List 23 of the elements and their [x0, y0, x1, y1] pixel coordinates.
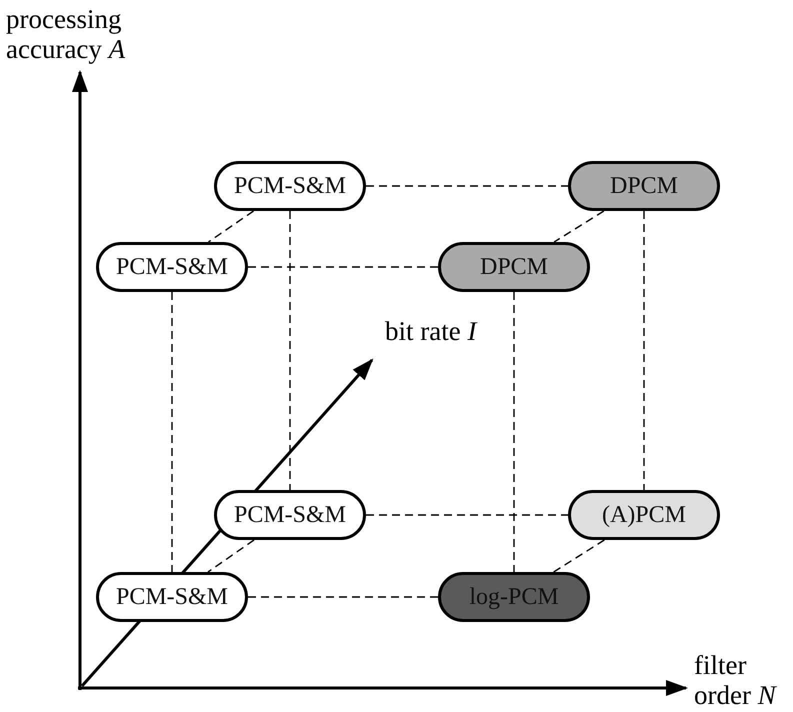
connector-line — [248, 266, 438, 268]
axis-label: filter order N — [694, 650, 778, 710]
axis-label: bit rate I — [385, 316, 478, 346]
connector-line — [366, 514, 568, 516]
connector-line — [643, 211, 645, 490]
rounded-box: PCM-S&M — [214, 490, 366, 540]
connector-line — [289, 211, 291, 490]
connector-line — [513, 292, 515, 572]
rounded-box: DPCM — [438, 242, 590, 292]
axis-label: processing accuracy A — [6, 4, 126, 64]
rounded-box: (A)PCM — [568, 490, 720, 540]
rounded-box: PCM-S&M — [96, 242, 248, 292]
rounded-box: PCM-S&M — [96, 572, 248, 622]
connector-line — [554, 210, 604, 243]
connector-line — [366, 185, 568, 187]
connector-line — [171, 292, 173, 572]
connector-line — [208, 210, 254, 243]
connector-line — [553, 539, 605, 573]
rounded-box: log-PCM — [438, 572, 590, 622]
connector-line — [248, 596, 438, 598]
connector-line — [208, 539, 254, 573]
rounded-box: DPCM — [568, 161, 720, 211]
rounded-box: PCM-S&M — [214, 161, 366, 211]
